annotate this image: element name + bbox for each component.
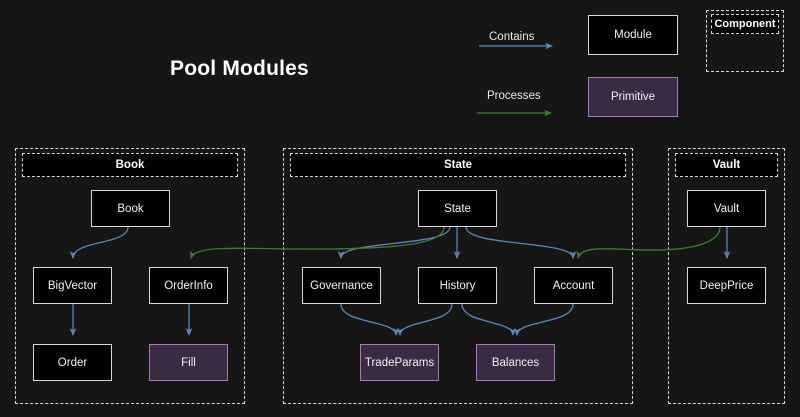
page-title: Pool Modules (170, 57, 309, 80)
node-book[interactable]: Book (91, 190, 170, 227)
node-state[interactable]: State (418, 190, 497, 227)
legend-shape-primitive: Primitive (588, 77, 678, 117)
node-account[interactable]: Account (534, 267, 613, 304)
component-state: State (283, 148, 633, 404)
node-balances[interactable]: Balances (476, 344, 555, 381)
legend-label-contains: Contains (489, 31, 535, 43)
node-vault[interactable]: Vault (687, 190, 766, 227)
legend-shape-component: Component (706, 10, 784, 72)
component-header-book: Book (22, 153, 238, 177)
node-governance[interactable]: Governance (302, 267, 381, 304)
legend-component-header: Component (711, 14, 779, 34)
node-tradeparams[interactable]: TradeParams (360, 344, 439, 381)
node-history[interactable]: History (418, 267, 497, 304)
component-vault: Vault (668, 148, 785, 404)
component-header-vault: Vault (675, 153, 778, 177)
component-header-state: State (290, 153, 626, 177)
node-order[interactable]: Order (33, 344, 112, 381)
node-orderinfo[interactable]: OrderInfo (149, 267, 228, 304)
node-deepprice[interactable]: DeepPrice (687, 267, 766, 304)
node-bigvector[interactable]: BigVector (33, 267, 112, 304)
legend-shape-module: Module (588, 15, 678, 55)
node-fill[interactable]: Fill (149, 344, 228, 381)
legend-label-processes: Processes (487, 90, 541, 102)
component-book: Book (15, 148, 245, 404)
